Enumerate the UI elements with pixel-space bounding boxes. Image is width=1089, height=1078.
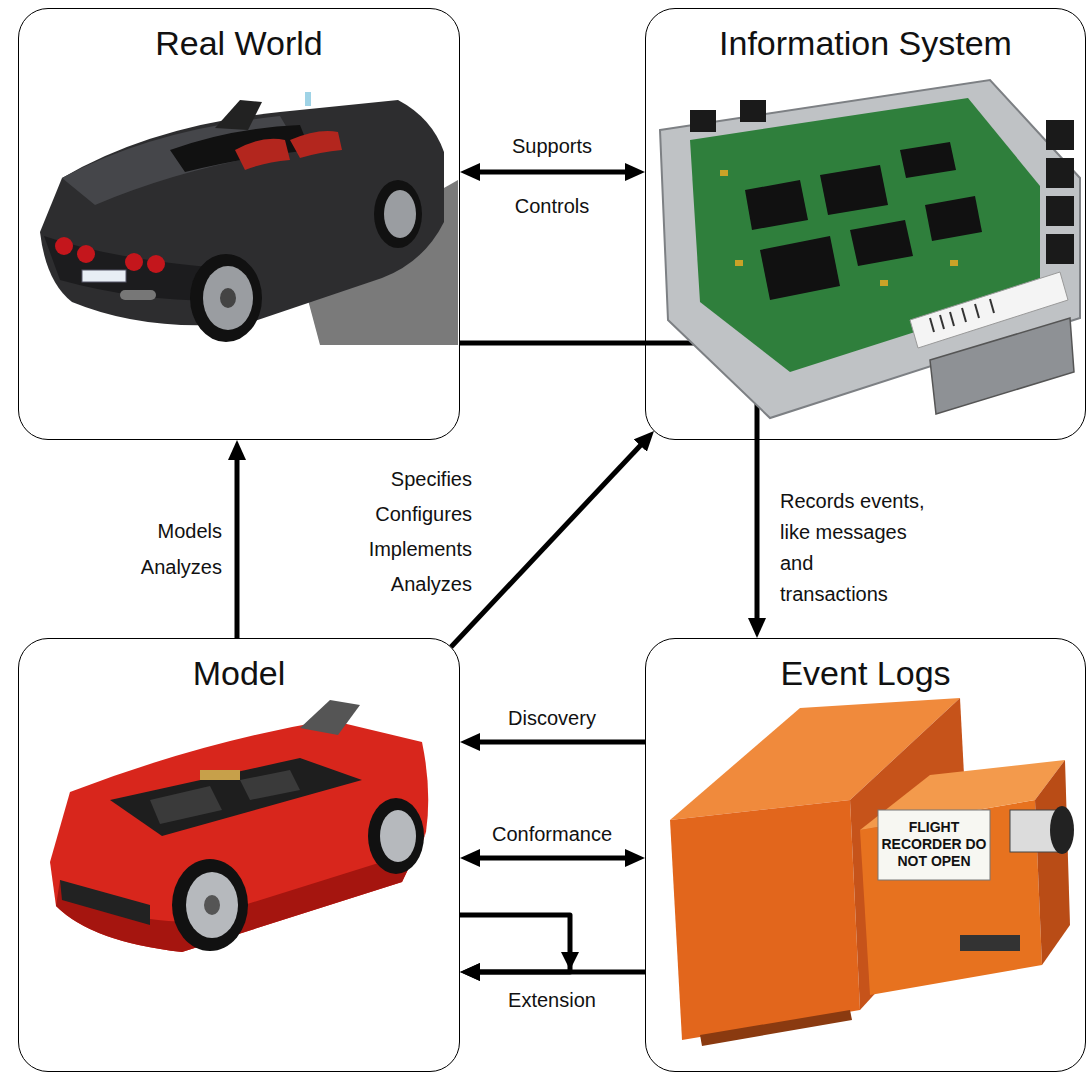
panel-title: Model	[19, 653, 459, 693]
edge-label: Specifies Configures Implements Analyzes	[350, 462, 472, 602]
flight-recorder-picture	[670, 698, 1074, 1046]
merge-arrowhead	[561, 952, 579, 970]
connector-arrow	[472, 856, 633, 861]
panel-title: Event Logs	[646, 653, 1085, 693]
panel-box: Event Logs	[645, 638, 1086, 1072]
connector-arrow	[472, 740, 645, 745]
panel-box: Real World	[18, 8, 460, 440]
edge-label: Conformance	[472, 822, 632, 846]
panel-title: Information System	[646, 23, 1085, 63]
panel-title: Real World	[19, 23, 459, 63]
warning-plate-text: FLIGHT RECORDER DO NOT OPEN	[880, 819, 988, 870]
edge-label: Discovery	[472, 706, 632, 730]
edge-label: Models Analyzes	[110, 513, 222, 585]
model-car-picture	[50, 700, 428, 952]
ecu-picture	[660, 80, 1080, 418]
edge-label: Supports	[472, 134, 632, 158]
connector-arrow	[472, 170, 633, 175]
real-car-picture	[40, 92, 458, 345]
edge-label: Extension	[472, 988, 632, 1012]
panel-box: Information System	[645, 8, 1086, 440]
edge-label: Records events, like messages and transa…	[780, 486, 925, 610]
connector-arrow	[235, 452, 240, 638]
edge-label: Controls	[472, 194, 632, 218]
panel-box: Model	[18, 638, 460, 1072]
connector-arrow	[460, 343, 757, 626]
connector-arrow	[451, 440, 646, 647]
connector-arrow	[460, 915, 570, 972]
